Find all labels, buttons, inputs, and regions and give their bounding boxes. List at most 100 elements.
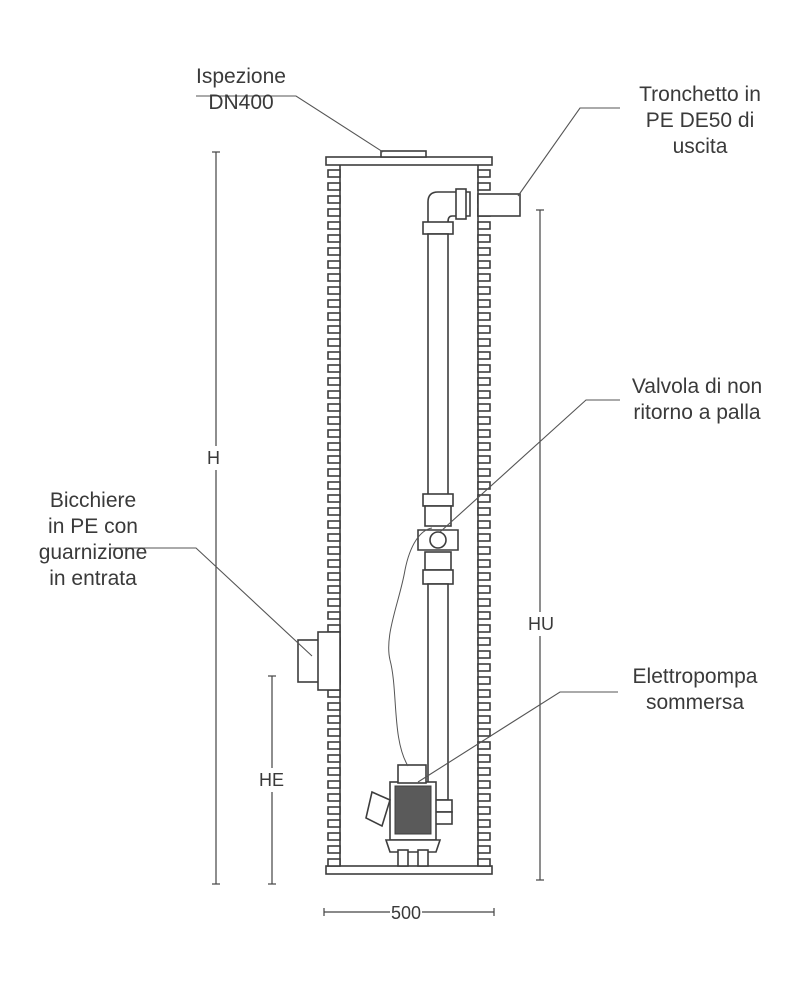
dimension-h: H xyxy=(206,446,221,470)
wall-rib xyxy=(477,403,491,412)
wall-rib xyxy=(327,247,341,256)
wall-rib xyxy=(477,676,491,685)
submersible-pump xyxy=(365,527,442,867)
wall-rib xyxy=(327,507,341,516)
wall-rib xyxy=(477,429,491,438)
label-pump-line-2: sommersa xyxy=(645,691,745,714)
wall-rib xyxy=(477,845,491,854)
wall-rib xyxy=(477,728,491,737)
wall-rib xyxy=(327,182,341,191)
dimension-width: 500 xyxy=(390,901,423,925)
corrugated-wall-left xyxy=(327,169,341,867)
wall-rib xyxy=(327,728,341,737)
wall-rib xyxy=(327,351,341,360)
wall-rib xyxy=(477,468,491,477)
wall-rib xyxy=(477,377,491,386)
tank-body xyxy=(325,150,493,875)
wall-rib xyxy=(477,650,491,659)
wall-rib xyxy=(327,741,341,750)
wall-rib xyxy=(327,195,341,204)
dimension-lines xyxy=(212,151,544,916)
wall-rib xyxy=(477,260,491,269)
wall-rib xyxy=(327,260,341,269)
wall-rib xyxy=(477,689,491,698)
wall-rib xyxy=(327,442,341,451)
wall-rib xyxy=(477,169,491,178)
wall-rib xyxy=(477,702,491,711)
wall-rib xyxy=(477,351,491,360)
wall-rib xyxy=(477,520,491,529)
label-inlet-line-1: Bicchiere xyxy=(49,489,137,512)
wall-rib xyxy=(477,806,491,815)
label-inspection: Ispezione DN400 xyxy=(176,64,306,116)
wall-rib xyxy=(327,780,341,789)
wall-rib xyxy=(477,364,491,373)
label-inspection-line-1: Ispezione xyxy=(196,65,286,88)
wall-rib xyxy=(477,221,491,230)
wall-rib xyxy=(477,182,491,191)
wall-rib xyxy=(327,533,341,542)
wall-rib xyxy=(477,533,491,542)
wall-rib xyxy=(477,286,491,295)
label-inlet-line-2: in PE con xyxy=(48,515,138,538)
wall-rib xyxy=(477,585,491,594)
wall-rib xyxy=(327,273,341,282)
label-inlet-line-3: guarnizione xyxy=(38,541,148,564)
wall-rib xyxy=(327,468,341,477)
wall-rib xyxy=(477,546,491,555)
label-outlet-line-1: Tronchetto in xyxy=(639,83,761,106)
wall-rib xyxy=(477,507,491,516)
wall-rib xyxy=(327,806,341,815)
wall-rib xyxy=(477,793,491,802)
wall-rib xyxy=(327,169,341,178)
leader-lines xyxy=(110,95,620,783)
wall-rib xyxy=(477,325,491,334)
wall-rib xyxy=(327,819,341,828)
wall-rib xyxy=(477,624,491,633)
wall-rib xyxy=(477,559,491,568)
wall-rib xyxy=(477,637,491,646)
wall-rib xyxy=(477,767,491,776)
wall-rib xyxy=(477,715,491,724)
wall-rib xyxy=(477,338,491,347)
wall-rib xyxy=(327,494,341,503)
wall-rib xyxy=(327,546,341,555)
label-outlet-line-2: PE DE50 di xyxy=(645,109,755,132)
label-pump-line-1: Elettropompa xyxy=(632,665,758,688)
wall-rib xyxy=(327,702,341,711)
label-outlet-line-3: uscita xyxy=(672,135,728,158)
wall-rib xyxy=(327,845,341,854)
dimension-hu: HU xyxy=(527,612,555,636)
wall-rib xyxy=(327,338,341,347)
label-inspection-line-2: DN400 xyxy=(208,91,274,114)
wall-rib xyxy=(477,481,491,490)
wall-rib xyxy=(327,455,341,464)
label-inlet: Bicchiere in PE con guarnizione in entra… xyxy=(18,488,168,592)
wall-rib xyxy=(327,585,341,594)
corrugated-wall-right xyxy=(477,169,491,867)
inlet-socket xyxy=(297,631,341,691)
wall-rib xyxy=(477,780,491,789)
wall-rib xyxy=(477,611,491,620)
wall-rib xyxy=(327,286,341,295)
wall-rib xyxy=(477,572,491,581)
wall-rib xyxy=(327,598,341,607)
wall-rib xyxy=(477,273,491,282)
wall-rib xyxy=(477,858,491,867)
wall-rib xyxy=(327,689,341,698)
label-inlet-line-4: in entrata xyxy=(49,567,137,590)
wall-rib xyxy=(327,377,341,386)
label-valve-line-1: Valvola di non xyxy=(631,375,763,398)
wall-rib xyxy=(327,312,341,321)
wall-rib xyxy=(327,832,341,841)
wall-rib xyxy=(327,234,341,243)
label-outlet: Tronchetto in PE DE50 di uscita xyxy=(620,82,780,160)
wall-rib xyxy=(477,299,491,308)
wall-rib xyxy=(477,494,491,503)
wall-rib xyxy=(327,364,341,373)
wall-rib xyxy=(477,741,491,750)
wall-rib xyxy=(327,403,341,412)
wall-rib xyxy=(327,754,341,763)
label-pump: Elettropompa sommersa xyxy=(612,664,778,716)
